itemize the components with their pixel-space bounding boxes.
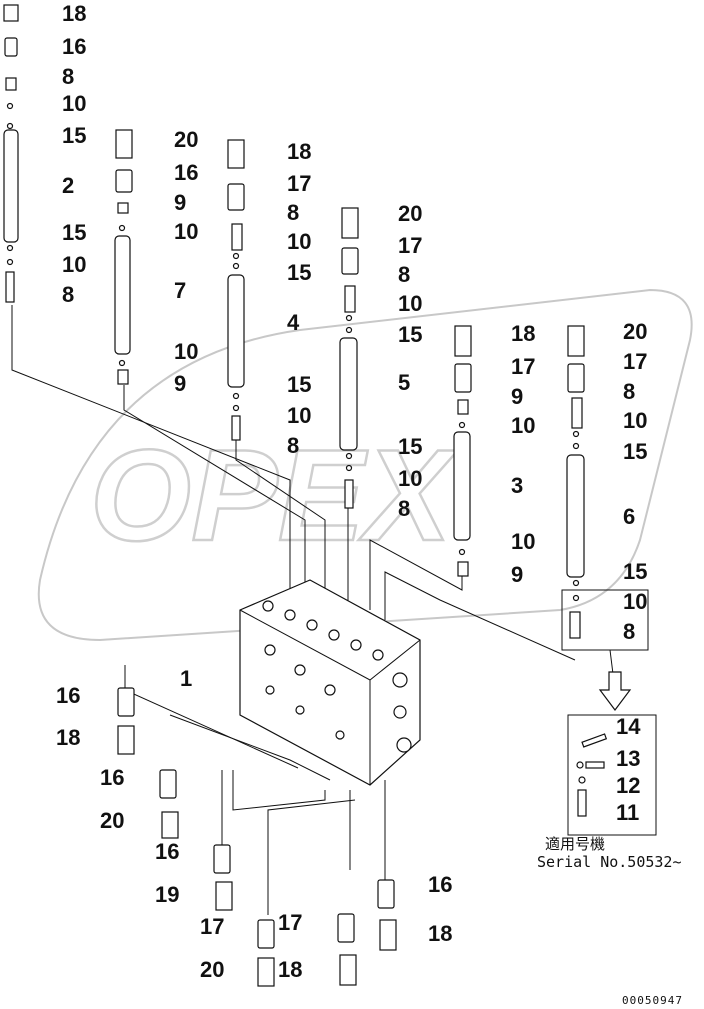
label-10: 10 <box>511 413 535 438</box>
detail-box-small <box>561 589 649 651</box>
label-13: 13 <box>616 746 640 771</box>
label-9: 9 <box>511 562 523 587</box>
label-20: 20 <box>200 957 224 982</box>
label-1: 1 <box>180 666 192 691</box>
label-17: 17 <box>278 910 302 935</box>
label-10: 10 <box>62 91 86 116</box>
label-18: 18 <box>428 921 452 946</box>
label-15: 15 <box>62 123 86 148</box>
label-5: 5 <box>398 370 410 395</box>
leader-lines <box>11 305 616 915</box>
label-10: 10 <box>174 219 198 244</box>
part-labels: 18 16 8 10 15 2 15 10 8 20 16 9 10 7 10 … <box>56 1 647 982</box>
label-19: 19 <box>155 882 179 907</box>
label-8: 8 <box>398 496 410 521</box>
label-8: 8 <box>62 282 74 307</box>
label-16: 16 <box>155 839 179 864</box>
label-15: 15 <box>287 372 311 397</box>
label-15: 15 <box>623 439 647 464</box>
label-15: 15 <box>287 260 311 285</box>
label-15: 15 <box>623 559 647 584</box>
label-11: 11 <box>616 800 639 825</box>
label-20: 20 <box>398 201 422 226</box>
label-10: 10 <box>623 589 647 614</box>
detail-box <box>567 714 657 836</box>
label-17: 17 <box>511 354 535 379</box>
watermark-text: OPEX <box>90 422 459 568</box>
label-15: 15 <box>398 322 422 347</box>
label-16: 16 <box>62 34 86 59</box>
label-20: 20 <box>100 808 124 833</box>
label-12: 12 <box>616 773 640 798</box>
label-18: 18 <box>287 139 311 164</box>
serial-note: Serial No.50532~ <box>537 853 682 871</box>
label-15: 15 <box>62 220 86 245</box>
label-17: 17 <box>623 349 647 374</box>
label-10: 10 <box>398 291 422 316</box>
label-8: 8 <box>623 619 635 644</box>
label-6: 6 <box>623 504 635 529</box>
arrow-down-icon <box>598 671 632 711</box>
label-16: 16 <box>428 872 452 897</box>
document-id: 00050947 <box>622 994 683 1007</box>
column-3-parts <box>227 139 245 441</box>
label-10: 10 <box>287 403 311 428</box>
label-3: 3 <box>511 473 523 498</box>
label-10: 10 <box>174 339 198 364</box>
label-7: 7 <box>174 278 186 303</box>
label-10: 10 <box>511 529 535 554</box>
column-2-parts <box>114 129 133 385</box>
label-9: 9 <box>511 384 523 409</box>
label-18: 18 <box>62 1 86 26</box>
label-8: 8 <box>287 200 299 225</box>
label-16: 16 <box>56 683 80 708</box>
label-18: 18 <box>278 957 302 982</box>
label-4: 4 <box>287 310 300 335</box>
label-8: 8 <box>62 64 74 89</box>
label-9: 9 <box>174 371 186 396</box>
label-10: 10 <box>398 466 422 491</box>
label-17: 17 <box>398 233 422 258</box>
label-17: 17 <box>200 914 224 939</box>
label-10: 10 <box>62 252 86 277</box>
detail-parts <box>576 733 608 817</box>
label-15: 15 <box>398 434 422 459</box>
label-8: 8 <box>623 379 635 404</box>
column-5-parts <box>453 325 472 577</box>
label-14: 14 <box>616 714 641 739</box>
column-4-parts <box>339 207 359 509</box>
label-8: 8 <box>398 262 410 287</box>
label-18: 18 <box>56 725 80 750</box>
label-9: 9 <box>174 190 186 215</box>
label-10: 10 <box>623 408 647 433</box>
label-17: 17 <box>287 171 311 196</box>
label-10: 10 <box>287 229 311 254</box>
label-8: 8 <box>287 433 299 458</box>
applicability-note-jp: 適用号機 <box>545 835 605 853</box>
label-18: 18 <box>511 321 535 346</box>
label-16: 16 <box>100 765 124 790</box>
lower-parts <box>117 687 397 987</box>
valve-block <box>239 579 421 786</box>
label-16: 16 <box>174 160 198 185</box>
watermark: OPEX <box>37 288 693 642</box>
column-6-parts <box>566 325 585 639</box>
notes: 適用号機 Serial No.50532~ 00050947 <box>537 835 683 1007</box>
label-20: 20 <box>174 127 198 152</box>
label-20: 20 <box>623 319 647 344</box>
column-1-parts <box>3 4 19 303</box>
label-2: 2 <box>62 173 74 198</box>
